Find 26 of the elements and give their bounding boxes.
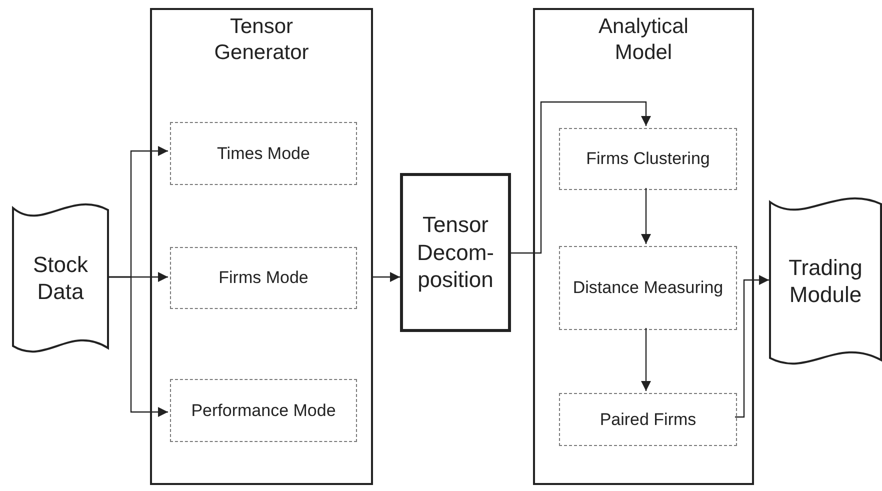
process-box	[400, 173, 511, 332]
process-box	[170, 122, 357, 185]
arrow	[641, 328, 651, 391]
arrow	[641, 188, 651, 244]
node-label: Tensor Decom- position	[416, 211, 495, 294]
node-label: Tensor Generator	[213, 14, 310, 66]
arrow	[735, 275, 769, 418]
node-label: Trading Module	[788, 254, 864, 308]
node-label: Paired Firms	[598, 408, 698, 430]
node-label: Analytical Model	[598, 14, 690, 66]
node-label: Stock Data	[32, 250, 90, 306]
node-label: Firms Clustering	[585, 148, 711, 170]
node-label: Performance Mode	[190, 400, 337, 422]
node-label: Times Mode	[216, 142, 311, 164]
process-box	[559, 246, 737, 330]
group-panel	[533, 8, 754, 485]
arrow	[511, 101, 651, 254]
node-label: Distance Measuring	[572, 277, 724, 299]
arrow	[373, 272, 400, 282]
arrow	[109, 276, 168, 417]
process-box	[170, 379, 357, 442]
node-label: Firms Mode	[218, 267, 310, 289]
group-panel	[150, 8, 373, 485]
process-box	[559, 393, 737, 446]
process-box	[170, 247, 357, 309]
process-box	[559, 128, 737, 190]
